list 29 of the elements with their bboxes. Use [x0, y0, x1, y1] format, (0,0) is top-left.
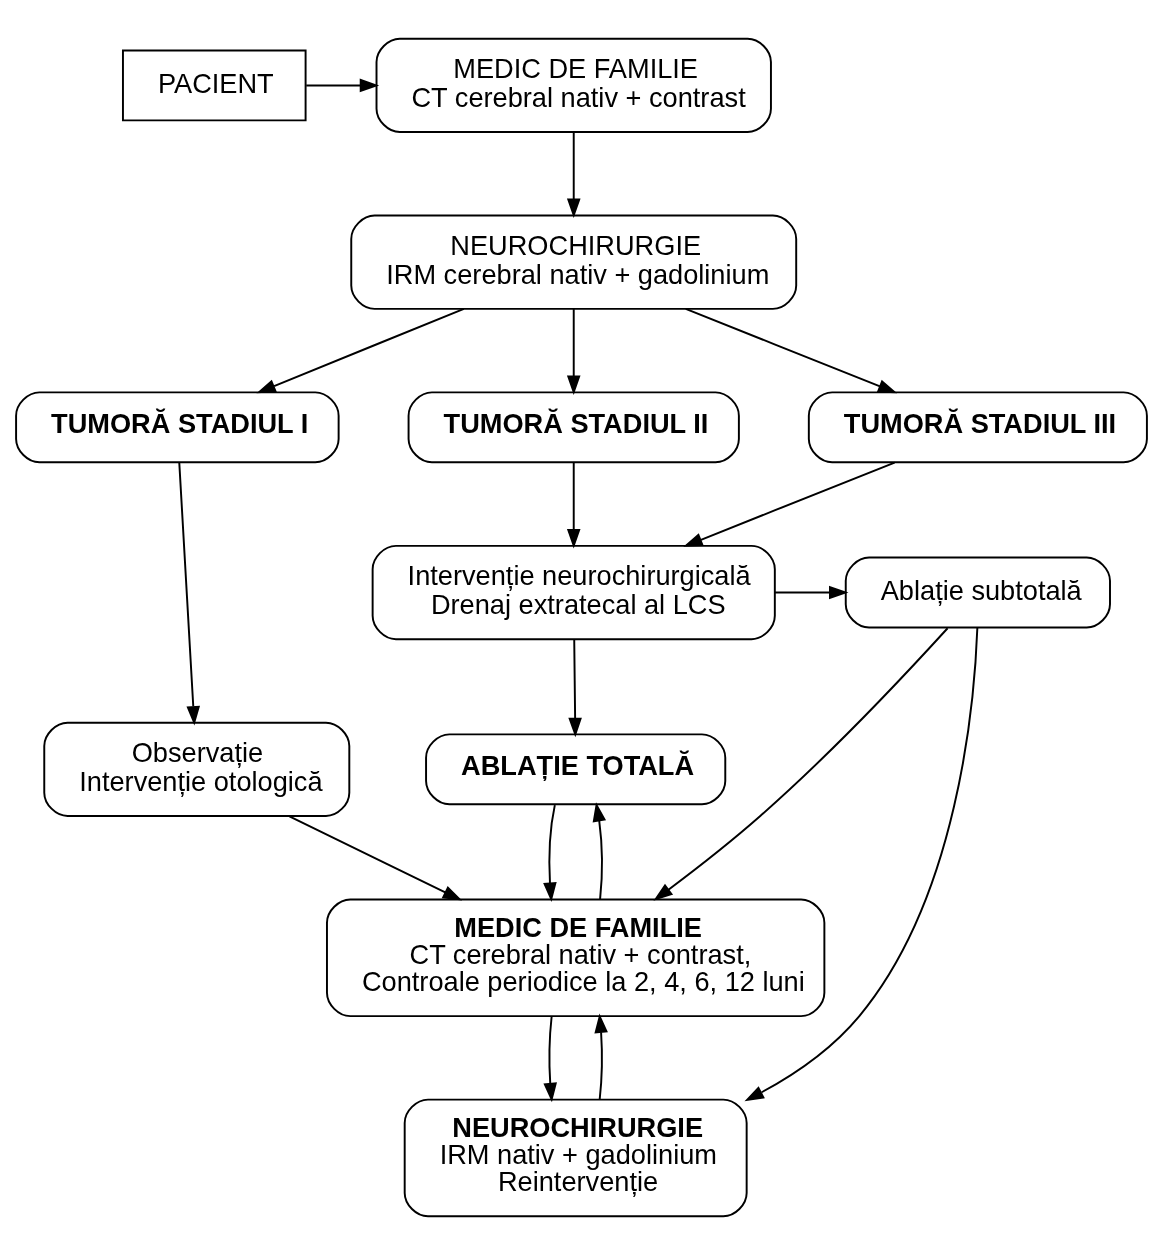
node-box: ABLAȚIE TOTALĂ	[425, 733, 727, 806]
node-box: NEUROCHIRURGIE IRM cerebral nativ + gadolinium	[350, 214, 798, 310]
node-box: TUMORĂ STADIUL III	[807, 391, 1148, 464]
arrow	[178, 461, 201, 726]
node-box: PACIENT	[122, 49, 307, 122]
arrow	[256, 307, 465, 394]
arrow	[594, 1013, 608, 1101]
node-box: NEUROCHIRURGIE IRM nativ + gadolinium Reintervenție	[403, 1098, 748, 1218]
arrow	[653, 627, 949, 901]
arrow	[683, 461, 896, 547]
arrow	[543, 804, 557, 902]
node-box: Observație Intervenție otologică	[43, 721, 351, 817]
node-box: TUMORĂ STADIUL I	[15, 391, 340, 464]
arrow	[592, 802, 607, 900]
arrow	[566, 308, 581, 395]
arrow	[684, 307, 898, 394]
arrow	[566, 461, 581, 549]
node-box: TUMORĂ STADIUL II	[407, 391, 740, 464]
arrow	[566, 131, 581, 219]
arrow	[744, 626, 979, 1102]
arrow	[305, 78, 380, 93]
arrow	[774, 585, 849, 600]
node-box: MEDIC DE FAMILIE CT cerebral nativ + contrast	[375, 37, 772, 133]
node-box: MEDIC DE FAMILIE CT cerebral nativ + contrast, Controale periodice la 2, 4, 6, 12 luni	[326, 898, 826, 1018]
arrow	[288, 815, 463, 901]
arrow	[568, 638, 582, 738]
node-box: Ablație subtotală	[844, 556, 1111, 629]
node-box: Intervenție neurochirurgicală Drenaj extratecal al LCS	[371, 544, 776, 641]
arrow	[543, 1015, 557, 1103]
